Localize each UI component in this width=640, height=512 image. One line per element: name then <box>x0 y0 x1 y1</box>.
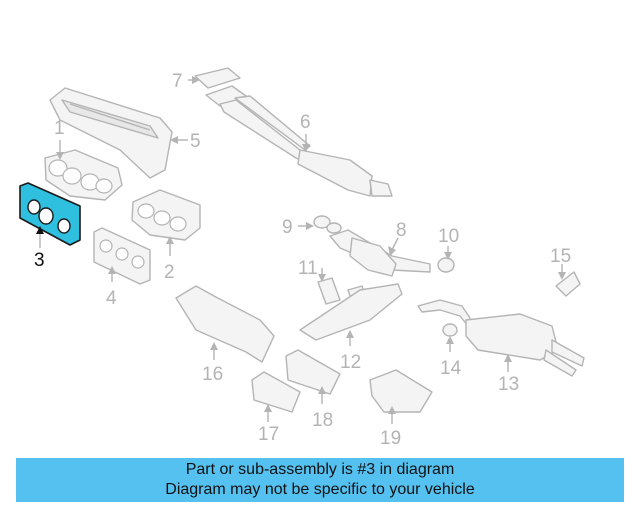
callout-12: 12 <box>340 352 361 373</box>
part-14-clamp[interactable] <box>442 323 458 337</box>
callout-7: 7 <box>172 71 183 92</box>
callout-2: 2 <box>164 262 175 283</box>
callout-9: 9 <box>282 217 293 238</box>
callout-15: 15 <box>550 246 571 267</box>
banner-line-1: Part or sub-assembly is #3 in diagram <box>185 461 455 478</box>
part-12-heat-shield[interactable] <box>299 283 403 341</box>
callout-13: 13 <box>498 374 519 395</box>
banner-line-2: Diagram may not be specific to your vehi… <box>165 481 475 498</box>
callout-14: 14 <box>440 358 462 379</box>
callout-11: 11 <box>298 258 318 279</box>
callout-18: 18 <box>312 410 333 431</box>
part-16-heat-shield[interactable] <box>175 285 275 363</box>
part-8-middle-pipe[interactable] <box>329 229 431 277</box>
part-9-clamp[interactable] <box>313 215 342 234</box>
callout-8: 8 <box>396 220 407 241</box>
callout-4: 4 <box>106 288 117 309</box>
callout-17: 17 <box>258 424 279 445</box>
part-19-shield[interactable] <box>369 369 433 413</box>
leader-lines <box>36 76 566 424</box>
callout-1: 1 <box>54 118 65 139</box>
part-15-bracket[interactable] <box>555 271 581 297</box>
callout-10: 10 <box>438 226 459 247</box>
part-5-heat-shield[interactable] <box>49 87 173 179</box>
part-17-shield[interactable] <box>251 371 301 413</box>
callout-3: 3 <box>34 250 45 271</box>
callout-5: 5 <box>190 131 201 152</box>
callout-19: 19 <box>380 428 401 449</box>
part-18-shield[interactable] <box>285 349 341 395</box>
part-3-gasket-highlighted[interactable] <box>19 182 81 246</box>
part-6-front-pipe[interactable] <box>205 85 393 197</box>
callout-16: 16 <box>202 364 223 385</box>
callout-6: 6 <box>300 112 311 133</box>
part-4-gasket[interactable] <box>93 227 151 285</box>
part-info-banner: Part or sub-assembly is #3 in diagram Di… <box>16 458 624 502</box>
part-13-rear-muffler[interactable] <box>417 299 585 377</box>
part-2-manifold[interactable] <box>131 189 201 241</box>
part-1-manifold[interactable] <box>44 149 123 201</box>
part-10-clamp[interactable] <box>437 257 455 273</box>
part-7-flange-gasket[interactable] <box>194 67 241 89</box>
